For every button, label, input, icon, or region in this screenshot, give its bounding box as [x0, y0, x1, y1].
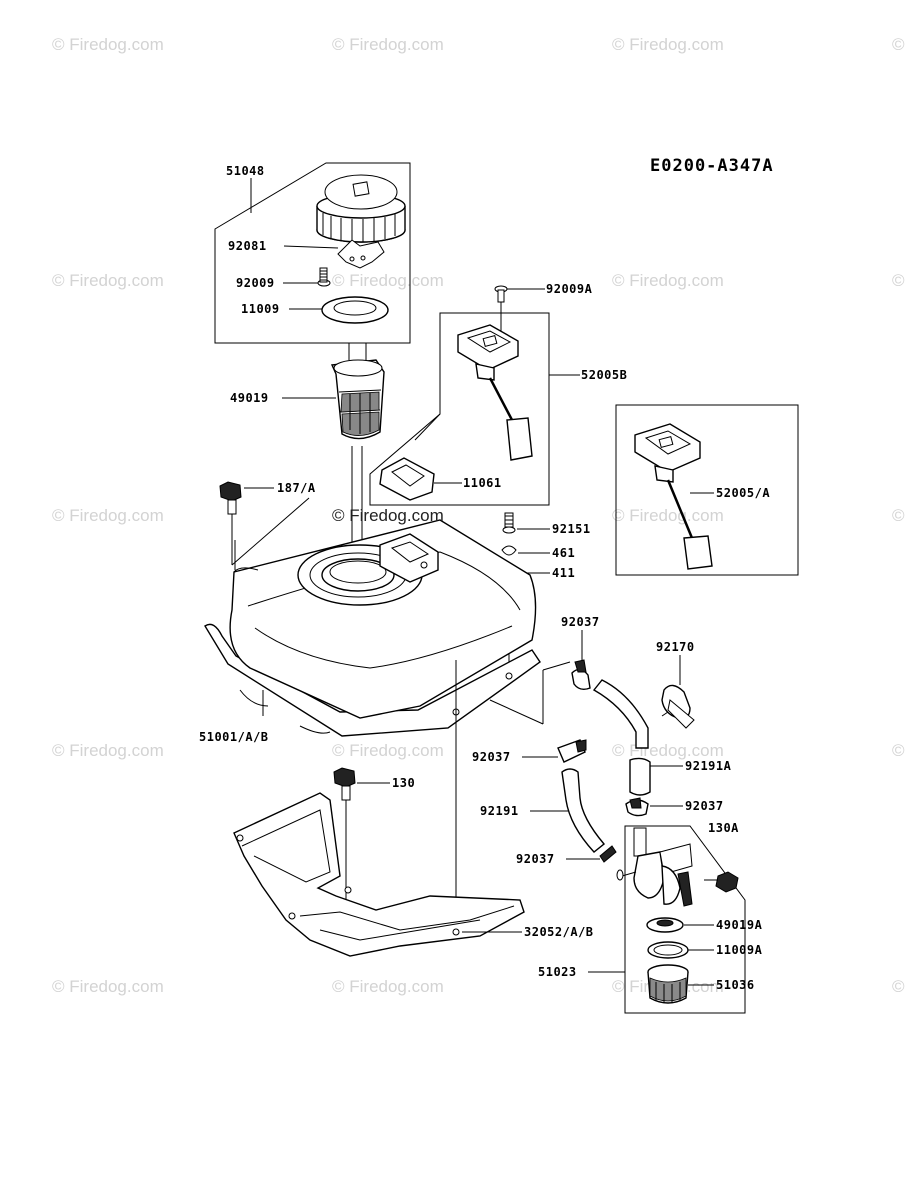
fuel-gauge-group — [369, 285, 550, 506]
gauge-gasket-part — [379, 457, 435, 501]
watermark: © — [892, 35, 905, 54]
label-51036: 51036 — [716, 978, 755, 992]
watermark-center: © Firedog.com — [332, 506, 444, 525]
label-92191a: 92191A — [685, 759, 732, 773]
label-92009: 92009 — [236, 276, 275, 290]
gauge-variant-inset — [615, 404, 799, 576]
label-92191: 92191 — [480, 804, 519, 818]
part-labels: 51048 92081 92009 11009 49019 92009A 520… — [199, 164, 770, 992]
label-92009a: 92009A — [546, 282, 593, 296]
cock-bolt-part — [715, 871, 739, 893]
label-187a: 187/A — [277, 481, 316, 495]
tank-bolt-part — [219, 481, 242, 515]
label-92037: 92037 — [561, 615, 600, 629]
fuel-cock-group — [616, 825, 746, 1014]
watermark: © — [892, 741, 905, 760]
watermark-grid: © Firedog.com © Firedog.com © Firedog.co… — [52, 35, 905, 996]
label-130: 130 — [392, 776, 415, 790]
fuel-gauge-part — [457, 324, 533, 461]
watermark: © Firedog.com — [612, 506, 724, 525]
label-92081: 92081 — [228, 239, 267, 253]
label-49019: 49019 — [230, 391, 269, 405]
cap-screw-part — [317, 267, 331, 287]
cap-plate-part — [337, 239, 385, 269]
hose-clip-part — [661, 684, 695, 729]
fuel-hose-part — [561, 768, 605, 853]
cap-gasket-part — [321, 296, 389, 324]
hose-clamp-part — [557, 739, 587, 763]
label-51001: 51001/A/B — [199, 730, 269, 744]
fuel-hose-part — [592, 679, 651, 796]
gauge-screw-part — [494, 285, 508, 303]
watermark: © Firedog.com — [52, 506, 164, 525]
watermark: © — [892, 271, 905, 290]
label-51048: 51048 — [226, 164, 265, 178]
watermark: © Firedog.com — [332, 741, 444, 760]
watermark: © Firedog.com — [612, 35, 724, 54]
fuel-cap-part — [316, 174, 406, 243]
watermark: © Firedog.com — [332, 271, 444, 290]
watermark: © — [892, 506, 905, 525]
label-11061: 11061 — [463, 476, 502, 490]
hose-clamp-part — [571, 659, 591, 691]
skid-plate-part — [233, 792, 525, 957]
label-92170: 92170 — [656, 640, 695, 654]
sediment-cup-part — [647, 964, 689, 1004]
cap-assembly-group — [214, 162, 411, 344]
label-52005b: 52005B — [581, 368, 627, 382]
label-92037: 92037 — [472, 750, 511, 764]
watermark: © Firedog.com — [332, 977, 444, 996]
label-49019a: 49019A — [716, 918, 763, 932]
watermark: © Firedog.com — [52, 741, 164, 760]
fuel-tank-part — [204, 519, 541, 737]
label-11009a: 11009A — [716, 943, 763, 957]
skid-bolt-part — [333, 767, 356, 801]
fuel-strainer-part — [330, 359, 385, 440]
label-92037: 92037 — [685, 799, 724, 813]
hose-clamp-part — [599, 845, 617, 863]
label-92037: 92037 — [516, 852, 555, 866]
label-11009: 11009 — [241, 302, 280, 316]
hose-clamp-part — [625, 797, 649, 817]
label-130a: 130A — [708, 821, 739, 835]
fuel-cock-part — [616, 827, 693, 907]
watermark: © Firedog.com — [612, 271, 724, 290]
label-411: 411 — [552, 566, 575, 580]
label-461: 461 — [552, 546, 575, 560]
watermark: © — [892, 977, 905, 996]
cock-strainer-gasket-part — [646, 917, 684, 933]
label-52005a: 52005/A — [716, 486, 770, 500]
watermark: © Firedog.com — [612, 741, 724, 760]
label-32052: 32052/A/B — [524, 925, 594, 939]
label-92151: 92151 — [552, 522, 591, 536]
label-51023: 51023 — [538, 965, 577, 979]
watermark: © Firedog.com — [52, 977, 164, 996]
watermark: © Firedog.com — [52, 271, 164, 290]
watermark: © Firedog.com — [332, 35, 444, 54]
fuel-gauge-variant-part — [634, 423, 713, 570]
diagram-code: E0200-A347A — [650, 156, 774, 176]
watermark: © Firedog.com — [52, 35, 164, 54]
cock-o-ring-part — [647, 941, 689, 959]
